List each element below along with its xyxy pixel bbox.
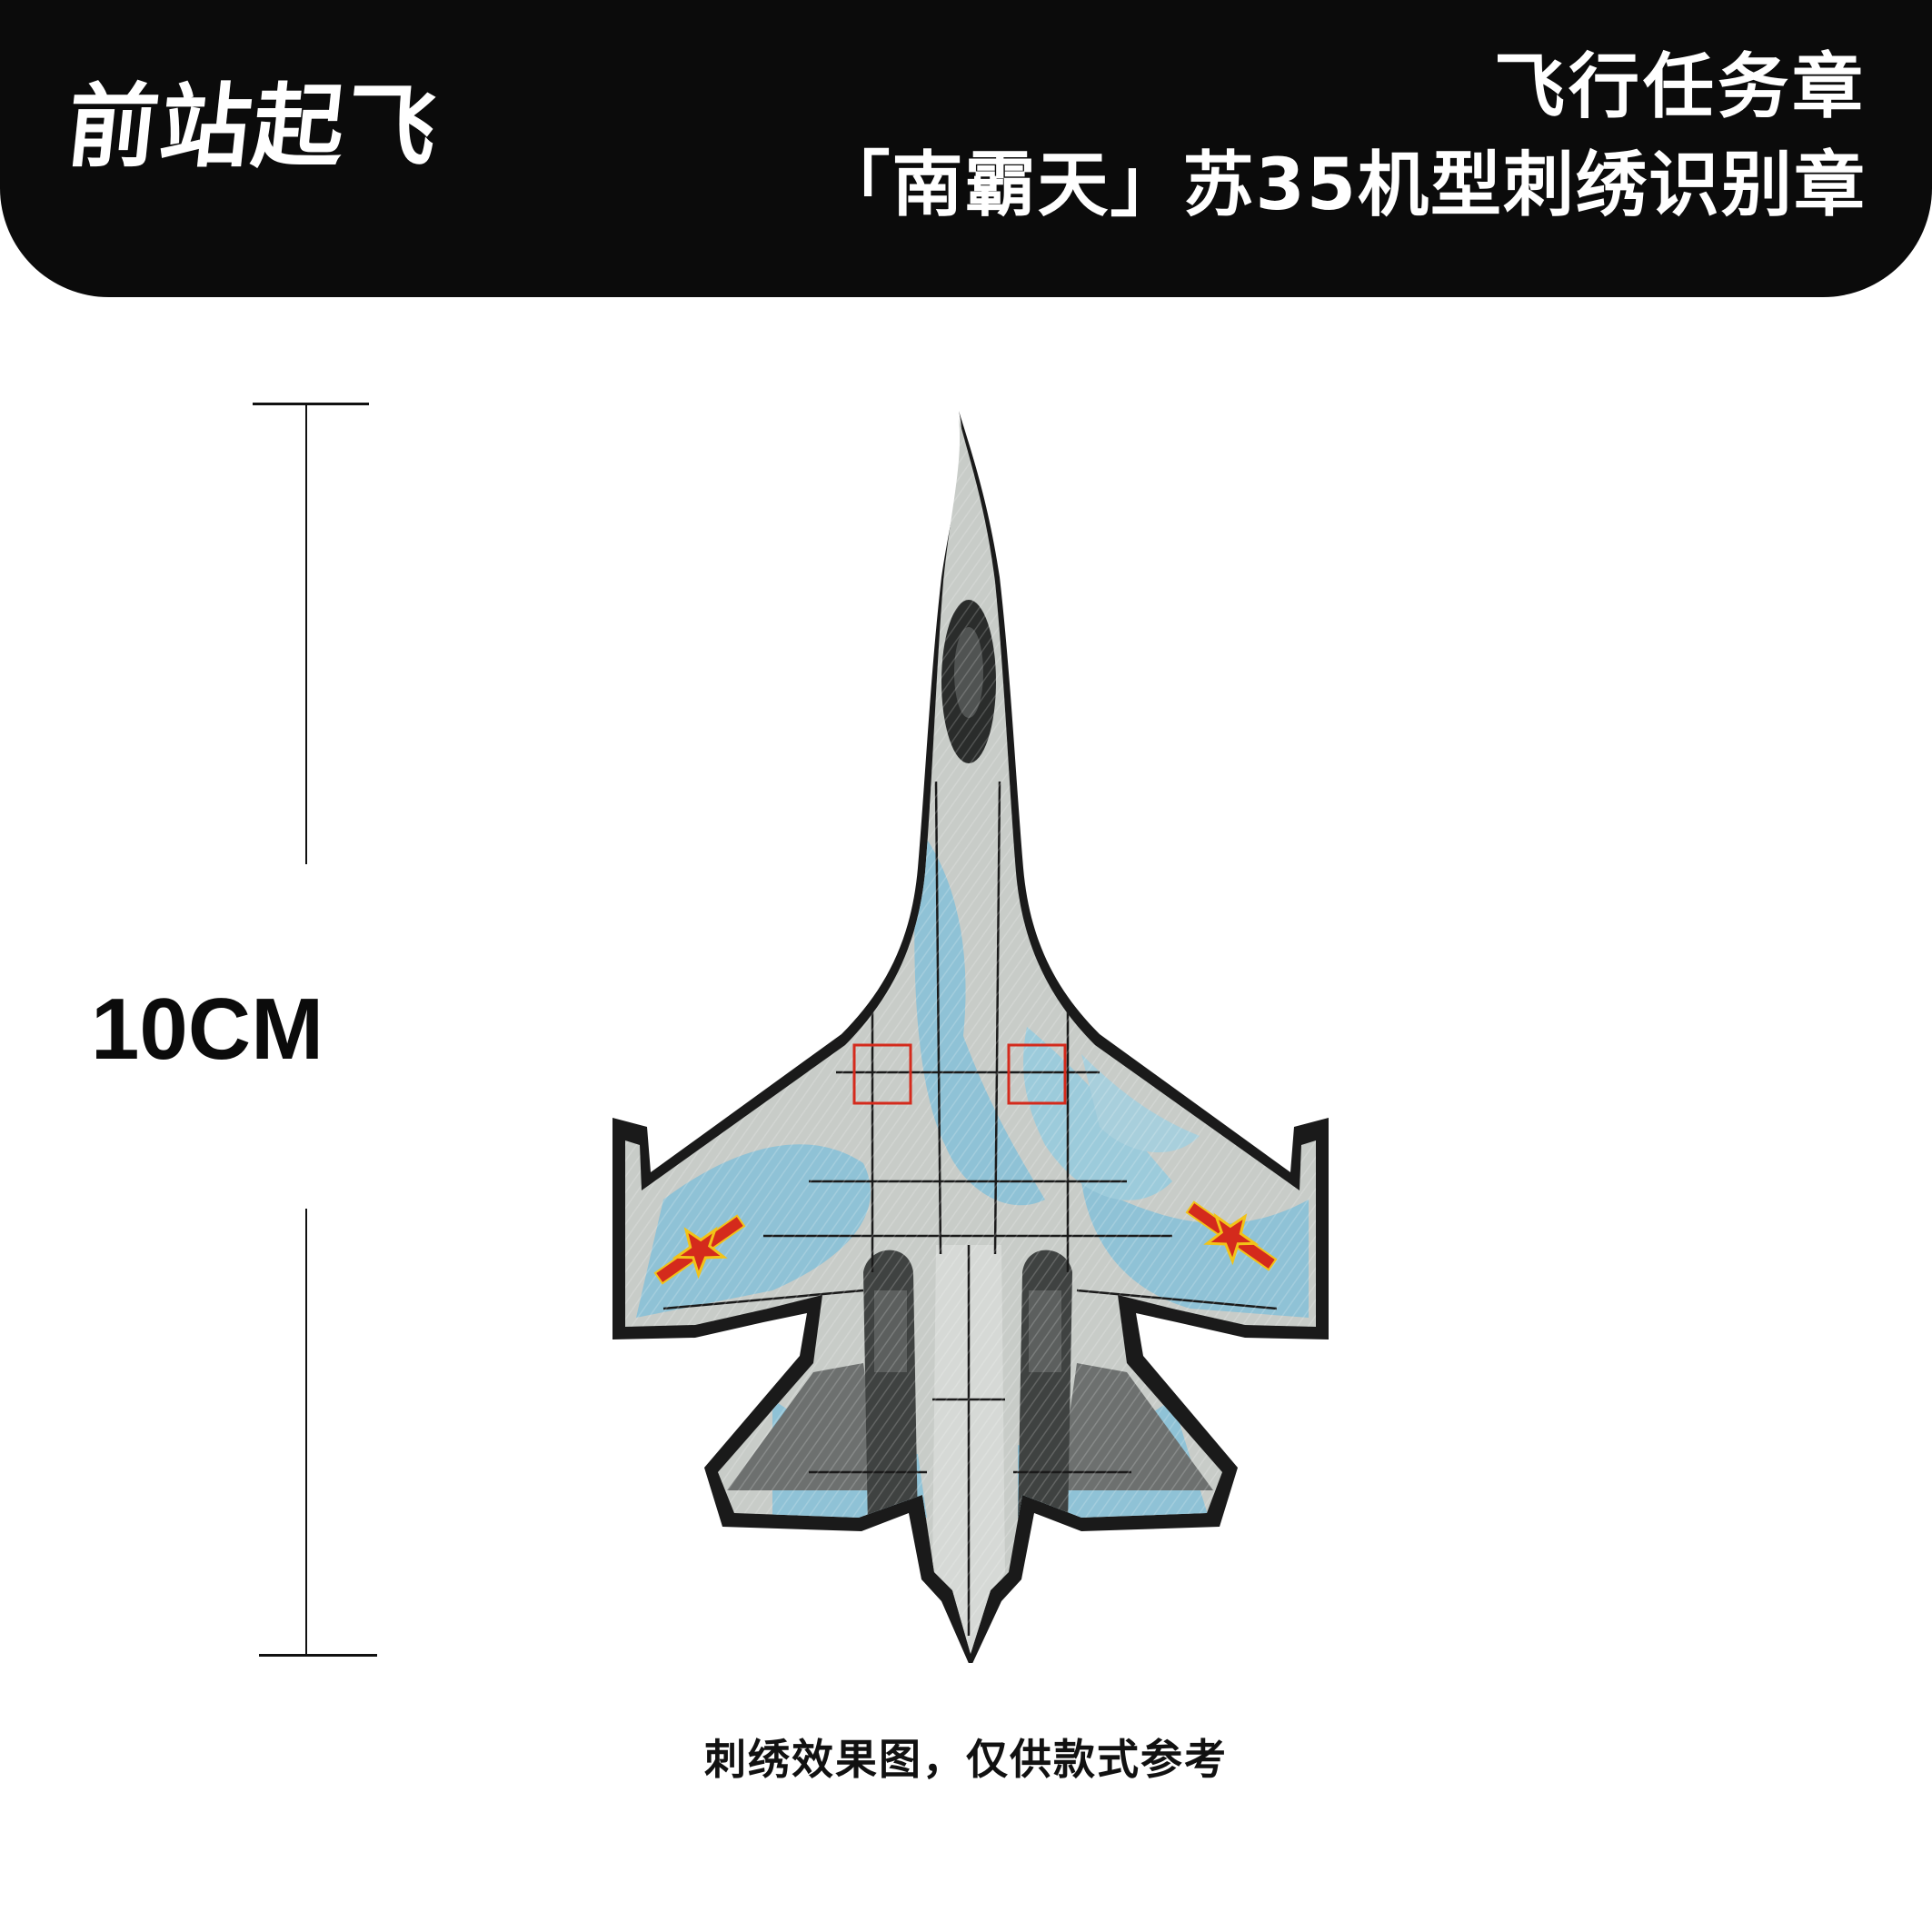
- left-intake-marking: [852, 1043, 912, 1105]
- dimension-upper-line: [305, 403, 307, 864]
- left-wing-emblem: [653, 1214, 746, 1285]
- right-wing-emblem: [1185, 1200, 1278, 1271]
- caption-note: 刺绣效果图，仅供款式参考: [704, 1735, 1228, 1784]
- dimension-label: 10CM: [91, 981, 324, 1078]
- product-name-title: 「南霸天」苏35机型刺绣识别章: [819, 144, 1867, 226]
- dimension-lower-line: [305, 1209, 307, 1656]
- right-intake-marking: [1007, 1043, 1067, 1105]
- brand-logo-text: 前站起飞: [62, 74, 444, 180]
- fighter-jet-patch-icon: [612, 411, 1329, 1663]
- dimension-bottom-tick: [259, 1654, 377, 1657]
- product-category-title: 飞行任务章: [1493, 46, 1867, 128]
- header-banner: 前站起飞 飞行任务章 「南霸天」苏35机型刺绣识别章: [0, 0, 1932, 297]
- dimension-top-tick: [253, 403, 369, 405]
